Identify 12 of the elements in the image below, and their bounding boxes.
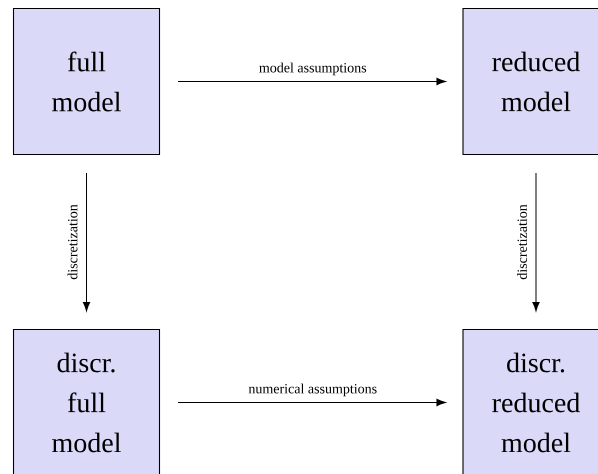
model-box: full model [12,8,160,156]
arrow [82,172,90,312]
edge-label: model assumptions [258,62,368,76]
arrow [178,78,446,86]
arrow [178,398,446,406]
model-box: discr. full model [12,328,160,474]
arrow [532,172,540,312]
edge-label: discretization [516,203,528,281]
model-box: reduced model [462,8,598,156]
edge-label: numerical assumptions [247,382,378,398]
edge-label: discretization [66,203,78,281]
model-box: discr. reduced model [462,328,598,474]
